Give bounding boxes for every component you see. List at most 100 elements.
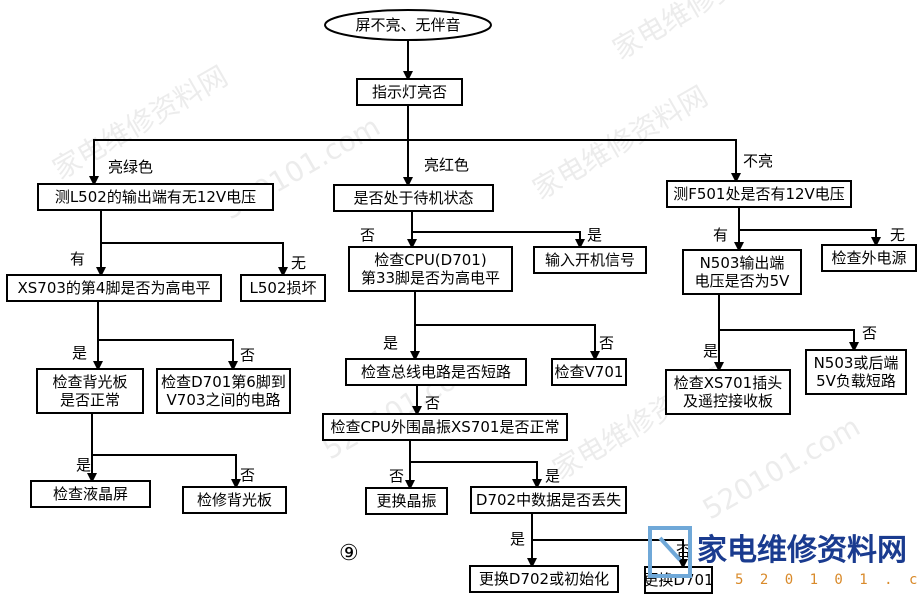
logo-text: 家电维修资料网 <box>697 533 907 568</box>
flow-node-shape <box>682 249 802 295</box>
flow-node-text: 更换D702或初始化 <box>479 570 609 588</box>
flow-node-text: V703之间的电路 <box>167 391 281 409</box>
flow-node-r3: 检查总线电路是否短路 <box>345 358 527 386</box>
flow-node-shape <box>345 358 527 386</box>
flow-node-text: 第33脚是否为高电平 <box>361 269 500 287</box>
flow-node-text: D702中数据是否丢失 <box>476 491 621 509</box>
flow-node-r2: 检查CPU(D701)第33脚是否为高电平 <box>348 246 513 292</box>
flow-arrow <box>412 231 585 249</box>
flow-node-shape <box>644 566 713 594</box>
flow-node-text: 5V负载短路 <box>816 372 896 390</box>
flow-node-r3b: 检查V701 <box>551 358 627 386</box>
flow-node-o2b: 检查外电源 <box>821 244 917 272</box>
flow-node-g4b: 检修背光板 <box>182 486 287 514</box>
flow-node-r6: 更换D702或初始化 <box>469 565 619 593</box>
edge-label-yes: 是 <box>587 226 602 244</box>
flow-node-text: 是否正常 <box>60 391 120 409</box>
flow-node-text: 更换D701 <box>643 571 713 589</box>
edge-label-have: 有 <box>70 250 85 268</box>
flow-node-text: 更换晶振 <box>376 492 436 510</box>
flow-arrow <box>532 539 688 569</box>
flow-node-r4: 检查CPU外围晶振XS701是否正常 <box>322 413 568 441</box>
flow-node-text: 电压是否为5V <box>695 272 791 290</box>
flow-node-shape <box>156 368 291 414</box>
edge-label-no: 否 <box>425 394 440 412</box>
flow-node-text: 检查XS701插头 <box>674 374 782 392</box>
flow-node-text: 检查CPU外围晶振XS701是否正常 <box>331 418 560 436</box>
edge-label-no: 否 <box>360 226 375 244</box>
edge-label-no: 否 <box>240 466 255 484</box>
edge-label-none: 无 <box>890 226 905 244</box>
flow-node-text: 检查V701 <box>555 363 624 381</box>
flow-arrow <box>89 105 409 186</box>
edge-label-have: 有 <box>713 226 728 244</box>
flow-node-text: L502损坏 <box>250 279 317 297</box>
watermark-text: 520101.com <box>697 410 866 526</box>
figure-number: ⑨ <box>339 541 359 566</box>
flow-node-r1: 是否处于待机状态 <box>333 184 494 212</box>
flow-node-text: 检查CPU(D701) <box>374 251 486 269</box>
flow-node-r2b: 输入开机信号 <box>533 246 647 274</box>
site-logo: 家电维修资料网 5 2 0 1 0 1 . c o m <box>648 526 918 588</box>
flow-node-shape <box>470 486 627 514</box>
flow-node-text: 检查液晶屏 <box>53 485 128 503</box>
flow-node-text: 检修背光板 <box>197 491 272 509</box>
flow-node-shape <box>821 244 917 272</box>
edge-label-off: 不亮 <box>743 152 773 170</box>
flow-node-shape <box>356 78 463 106</box>
flow-arrow <box>410 461 542 489</box>
edge-label-no: 否 <box>676 542 691 560</box>
flow-node-shape <box>240 274 326 302</box>
flow-node-shape <box>37 183 274 211</box>
edge-label-yes: 是 <box>510 530 525 548</box>
flow-node-text: 指示灯亮否 <box>372 83 447 101</box>
flow-node-g2: XS703的第4脚是否为高电平 <box>6 274 222 302</box>
edge-label-none: 无 <box>291 254 306 272</box>
flow-arrow <box>739 229 881 247</box>
flow-node-text: 测F501处是否有12V电压 <box>673 185 845 203</box>
flow-node-text: 检查外电源 <box>831 249 906 267</box>
watermark-text: 家电维修资料网 <box>607 0 793 66</box>
flow-node-r5: 更换晶振 <box>365 487 448 515</box>
flow-arrow <box>719 329 859 352</box>
flow-node-text: 测L502的输出端有无12V电压 <box>55 188 256 206</box>
flow-node-g2b: L502损坏 <box>240 274 326 302</box>
flow-node-g1: 测L502的输出端有无12V电压 <box>37 183 274 211</box>
edge-label-yes: 是 <box>72 344 87 362</box>
flow-node-indicator: 指示灯亮否 <box>356 78 463 106</box>
flow-node-shape <box>36 368 144 414</box>
flow-node-r5b: D702中数据是否丢失 <box>470 486 627 514</box>
flow-node-shape <box>6 274 222 302</box>
flow-node-text: 输入开机信号 <box>545 251 635 269</box>
edge-label-yes: 是 <box>545 467 560 485</box>
logo-mark-icon <box>648 526 692 578</box>
flow-node-shape <box>469 565 619 593</box>
edge-label-yes: 是 <box>383 334 398 352</box>
edge-label-green: 亮绿色 <box>108 158 153 176</box>
edge-label-yes: 是 <box>76 456 91 474</box>
flow-node-shape <box>182 486 287 514</box>
flow-node-text: N503或后端 <box>814 354 899 372</box>
flow-node-shape <box>533 246 647 274</box>
edge-label-no: 否 <box>240 346 255 364</box>
flow-node-r6b: 更换D701 <box>643 566 714 594</box>
edge-label-no: 否 <box>862 324 877 342</box>
edge-label-red: 亮红色 <box>424 156 469 174</box>
flow-node-text: 检查总线电路是否短路 <box>361 363 511 381</box>
edge-label-layer: 亮绿色 亮红色 不亮 有 无 否 是 有 无 是 否 是 否 是 否 否 是 否… <box>70 152 905 560</box>
flow-node-text: XS703的第4脚是否为高电平 <box>18 279 211 297</box>
edge-label-no: 否 <box>389 467 404 485</box>
flow-node-shape <box>365 487 448 515</box>
flow-node-start: 屏不亮、无伴音 <box>324 9 492 41</box>
flow-node-g4: 检查液晶屏 <box>30 480 151 508</box>
flow-node-shape <box>551 358 627 386</box>
flow-node-shape <box>805 349 907 395</box>
flow-node-shape <box>665 369 791 415</box>
edge-label-no: 否 <box>599 334 614 352</box>
